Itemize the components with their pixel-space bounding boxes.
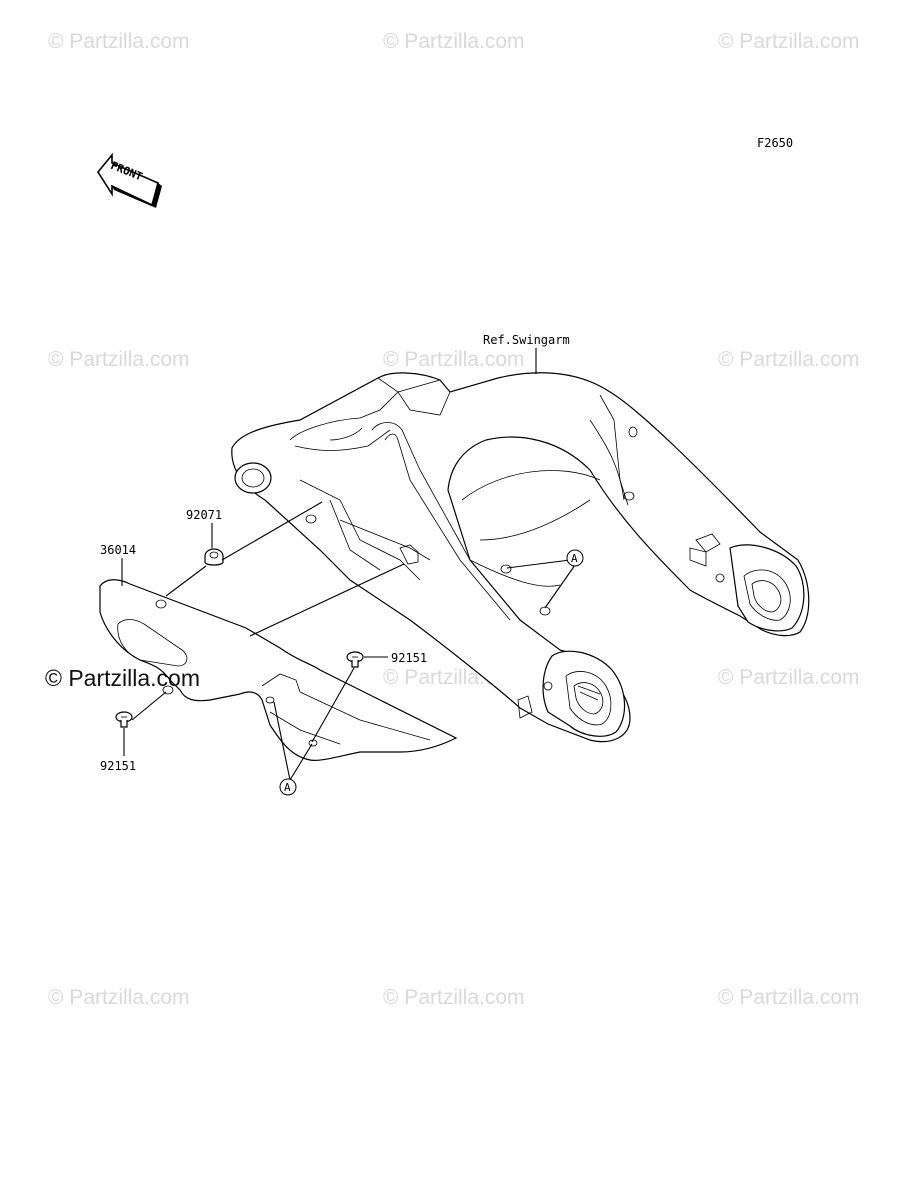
watermark: © Partzilla.com	[718, 348, 860, 371]
label-92071: 92071	[186, 508, 222, 522]
watermark: © Partzilla.com	[48, 986, 190, 1009]
watermark: © Partzilla.com	[718, 30, 860, 53]
callout-a-upper: A	[566, 549, 584, 567]
watermark: © Partzilla.com	[383, 986, 525, 1009]
watermark-prominent: © Partzilla.com	[45, 665, 200, 691]
label-92151-lower: 92151	[100, 759, 136, 773]
callout-letter: A	[571, 552, 578, 565]
bolt-lower-drawing	[115, 711, 133, 728]
callout-letter: A	[284, 781, 291, 794]
watermark: © Partzilla.com	[383, 348, 525, 371]
collar-drawing	[204, 548, 224, 566]
watermark: © Partzilla.com	[383, 30, 525, 53]
swingarm-drawing	[231, 372, 810, 743]
bolt-upper-drawing	[346, 651, 364, 668]
label-92151-upper: 92151	[391, 651, 427, 665]
watermark: © Partzilla.com	[718, 666, 860, 689]
callout-a-lower: A	[279, 778, 297, 796]
watermark: © Partzilla.com	[718, 986, 860, 1009]
leader-lines	[121, 348, 576, 781]
watermark: © Partzilla.com	[48, 30, 190, 53]
watermarks: © Partzilla.com © Partzilla.com © Partzi…	[48, 30, 860, 1009]
chain-cover-drawing	[99, 579, 458, 761]
figure-code: F2650	[757, 136, 793, 150]
front-arrow-icon: FRONT	[97, 152, 162, 208]
label-swingarm: Ref.Swingarm	[483, 333, 570, 347]
watermark: © Partzilla.com	[48, 348, 190, 371]
label-36014: 36014	[100, 543, 136, 557]
